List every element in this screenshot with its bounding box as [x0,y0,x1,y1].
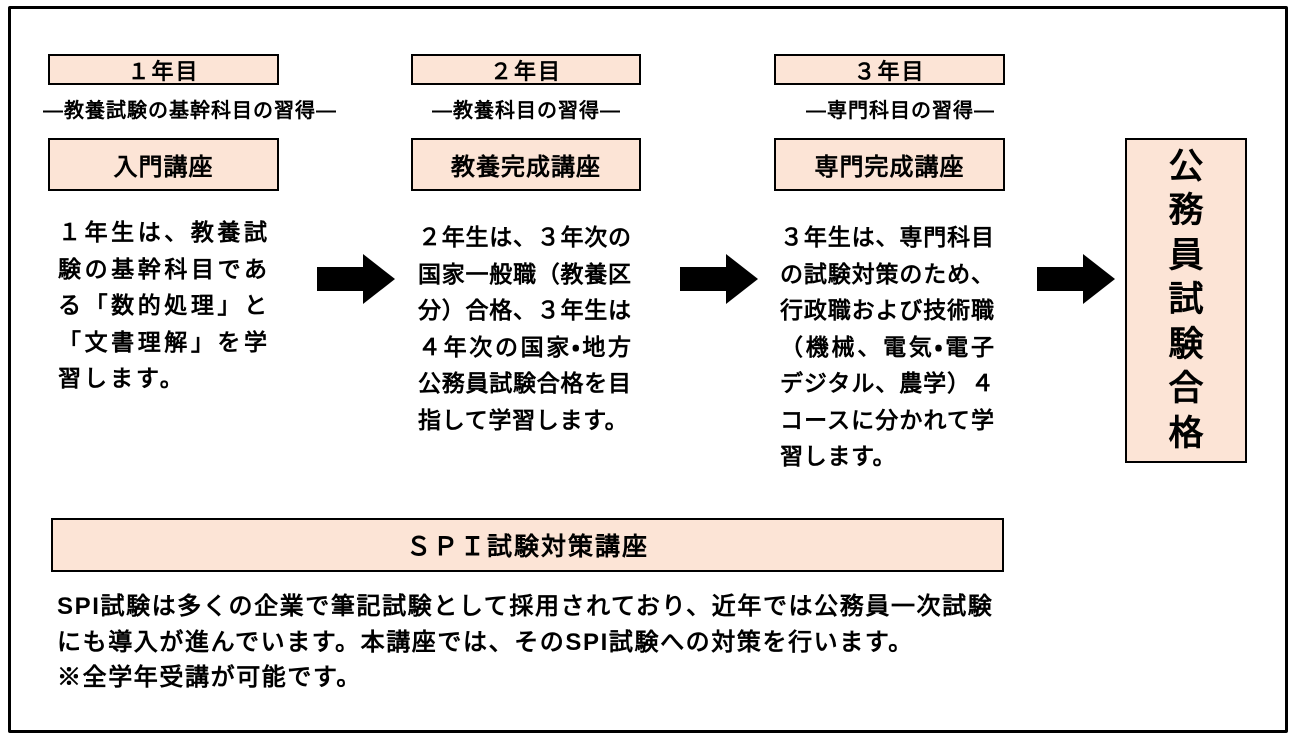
text-line: 行政職および技術職 [780,297,994,323]
text-line: 験 [1168,324,1204,364]
text-line: 格 [1168,413,1204,453]
text-line: 公 [1168,146,1204,186]
year3-description: ３年生は、専門科目の試験対策のため、行政職および技術職 （機械、電気・電子デジタル… [780,219,994,475]
text-line: SPI試験は多くの企業で筆記試験として採用されており、近年では公務員一次試験 [57,593,994,620]
year3-header-box: ３年目 [774,54,1005,85]
spi-description: SPI試験は多くの企業で筆記試験として採用されており、近年では公務員一次試験にも… [57,589,1017,696]
spi-course-box: ＳＰＩ試験対策講座 [51,518,1004,572]
text-line: 国家一般職（教養区 [418,260,631,287]
year3-course-label: 専門完成講座 [814,154,965,181]
year3-course-box: 専門完成講座 [774,138,1005,191]
text-line: 指して学習します。 [418,406,629,433]
year3-label: ３年目 [853,58,926,84]
text-line: 習します。 [58,365,186,391]
year1-course-label: 入門講座 [113,154,214,181]
text-line: る「数的処理」と [58,292,267,318]
text-line: 習します。 [780,443,897,469]
arrow-right-icon [1037,254,1115,304]
text-line: 員 [1168,235,1204,275]
year2-course-box: 教養完成講座 [411,138,641,191]
year1-header-box: １年目 [48,54,279,85]
year2-header-box: ２年目 [411,54,641,85]
spi-course-title: ＳＰＩ試験対策講座 [405,533,649,561]
text-line: 分）合格、３年生は [418,297,631,323]
text-line: 公務員試験合格を目 [418,370,631,396]
text-line: ４年次の国家・地方 [418,333,631,360]
year1-description: １年生は、教養試験の基幹科目である「数的処理」と「文書理解」を学習します。 [58,214,267,397]
text-line: コースに分かれて学 [780,406,994,433]
year2-label: ２年目 [489,58,562,84]
text-line: の試験対策のため、 [780,260,994,287]
diagram-outer-border [8,6,1288,733]
year1-label: １年目 [127,58,200,84]
text-line: 合 [1168,369,1204,409]
text-line: （機械、電気・電子 [780,333,994,360]
year1-subtitle: ―教養試験の基幹科目の習得― [43,100,337,122]
text-line: にも導入が進んでいます。本講座では、そのSPI試験への対策を行います。 [57,628,914,656]
text-line: デジタル、農学）４ [780,370,994,396]
year2-description: ２年生は、３年次の国家一般職（教養区分）合格、３年生は ４年次の国家・地方公務員試… [418,219,631,438]
text-line: １年生は、教養試 [58,219,267,245]
text-line: ２年生は、３年次の [418,224,631,250]
text-line: 験の基幹科目であ [58,255,267,282]
text-line: ３年生は、専門科目 [780,224,994,250]
arrow-right-icon [680,254,758,304]
text-line: 試 [1168,280,1204,320]
year2-course-label: 教養完成講座 [451,154,601,181]
text-line: 務 [1168,191,1204,231]
year3-subtitle: ―専門科目の習得― [806,100,995,122]
arrow-right-icon [317,254,395,304]
goal-box-civil-service-exam-pass: 公務員試験合格 [1125,138,1247,463]
text-line: 「文書理解」を学 [58,328,267,355]
year1-course-box: 入門講座 [48,138,279,191]
year2-subtitle: ―教養科目の習得― [432,100,621,122]
text-line: ※全学年受講が可能です。 [57,664,362,691]
